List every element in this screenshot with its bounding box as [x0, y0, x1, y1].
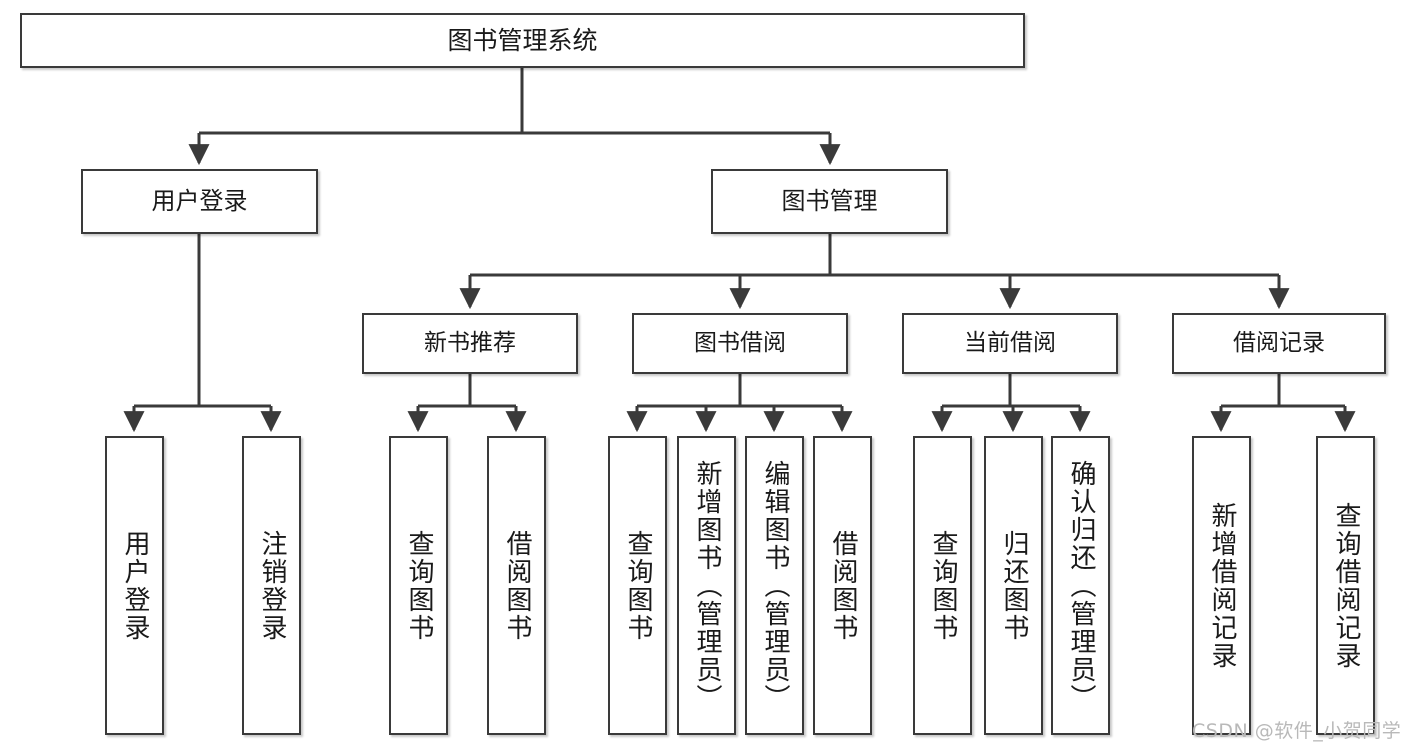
- node-new-book-recommend-label: 新书推荐: [424, 330, 516, 357]
- node-root[interactable]: 图书管理系统: [20, 13, 1025, 68]
- leaf-return-book[interactable]: 归还图书: [984, 436, 1043, 735]
- node-current-borrow-label: 当前借阅: [964, 330, 1056, 357]
- leaf-label: 新增图书（管理员）: [692, 459, 723, 712]
- node-borrow-record[interactable]: 借阅记录: [1172, 313, 1386, 374]
- node-book-borrow[interactable]: 图书借阅: [632, 313, 848, 374]
- node-user-login-label: 用户登录: [151, 186, 248, 215]
- leaf-borrow-book-recommend[interactable]: 借阅图书: [487, 436, 546, 735]
- leaf-query-book-borrow[interactable]: 查询图书: [608, 436, 667, 735]
- leaf-label: 确认归还（管理员）: [1066, 459, 1097, 712]
- node-user-login[interactable]: 用户登录: [81, 169, 318, 234]
- leaf-confirm-return-admin[interactable]: 确认归还（管理员）: [1051, 436, 1110, 735]
- leaf-label: 用户登录: [120, 529, 151, 642]
- node-borrow-record-label: 借阅记录: [1233, 330, 1325, 357]
- node-book-management[interactable]: 图书管理: [711, 169, 948, 234]
- leaf-query-book-recommend[interactable]: 查询图书: [389, 436, 448, 735]
- csdn-watermark: CSDN @软件_小贺同学: [1192, 720, 1402, 742]
- leaf-label: 编辑图书（管理员）: [760, 459, 791, 712]
- leaf-label: 归还图书: [999, 529, 1030, 642]
- node-current-borrow[interactable]: 当前借阅: [902, 313, 1118, 374]
- leaf-query-borrow-record[interactable]: 查询借阅记录: [1316, 436, 1375, 735]
- node-book-management-label: 图书管理: [781, 186, 878, 215]
- leaf-add-book-admin[interactable]: 新增图书（管理员）: [677, 436, 736, 735]
- leaf-label: 查询图书: [928, 529, 959, 642]
- node-root-label: 图书管理系统: [447, 26, 598, 55]
- leaf-label: 查询图书: [404, 529, 435, 642]
- leaf-label: 新增借阅记录: [1207, 501, 1238, 670]
- leaf-user-logout[interactable]: 注销登录: [242, 436, 301, 735]
- leaf-label: 借阅图书: [828, 529, 859, 642]
- leaf-borrow-book[interactable]: 借阅图书: [813, 436, 872, 735]
- leaf-label: 注销登录: [257, 529, 288, 642]
- node-book-borrow-label: 图书借阅: [694, 330, 786, 357]
- leaf-label: 借阅图书: [502, 529, 533, 642]
- leaf-edit-book-admin[interactable]: 编辑图书（管理员）: [745, 436, 804, 735]
- leaf-user-login[interactable]: 用户登录: [105, 436, 164, 735]
- leaf-label: 查询借阅记录: [1331, 501, 1362, 670]
- leaf-label: 查询图书: [623, 529, 654, 642]
- node-new-book-recommend[interactable]: 新书推荐: [362, 313, 578, 374]
- leaf-add-borrow-record[interactable]: 新增借阅记录: [1192, 436, 1251, 735]
- leaf-query-book-current[interactable]: 查询图书: [913, 436, 972, 735]
